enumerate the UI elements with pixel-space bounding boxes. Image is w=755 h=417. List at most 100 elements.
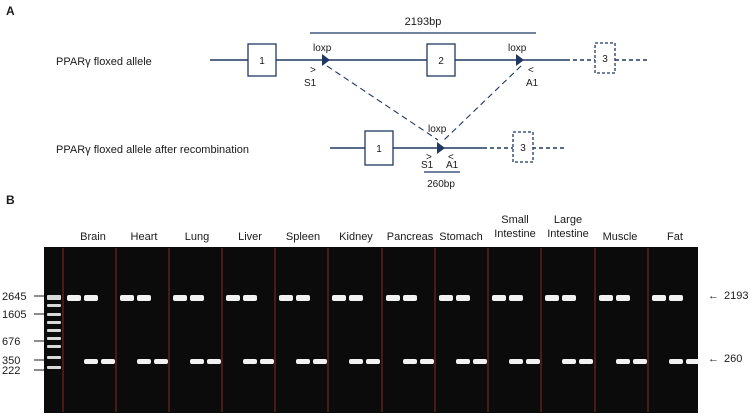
band-260 <box>190 359 204 364</box>
recombined-allele-label: PPARγ floxed allele after recombination <box>56 144 249 156</box>
band-2193 <box>456 295 470 301</box>
band-2193 <box>67 295 81 301</box>
band-260 <box>669 359 683 364</box>
gel-content <box>47 248 700 412</box>
band-260 <box>349 359 363 364</box>
band-2193 <box>509 295 523 301</box>
product-length-label: 260bp <box>427 179 455 190</box>
band-2193-arrow: ← <box>708 290 719 302</box>
band-2193 <box>669 295 683 301</box>
band-2193 <box>562 295 576 301</box>
band-2193 <box>545 295 559 301</box>
band-260 <box>84 359 98 364</box>
floxed-allele-label: PPARγ floxed allele <box>56 56 152 68</box>
recombination-line-right <box>443 65 522 141</box>
loxp-site-right <box>516 54 524 66</box>
band-260 <box>101 359 115 364</box>
ladder-band <box>47 329 61 332</box>
span-length-label: 2193bp <box>405 16 442 28</box>
loxp-site-recombined <box>437 142 445 154</box>
band-260 <box>456 359 470 364</box>
tissue-label: Kidney <box>339 231 373 243</box>
band-2193 <box>137 295 151 301</box>
band-260 <box>260 359 274 364</box>
band-260 <box>509 359 523 364</box>
exon-1-box <box>247 43 277 77</box>
tissue-label: Small <box>501 214 529 226</box>
exon-1-label: 1 <box>259 56 265 67</box>
band-2193 <box>492 295 506 301</box>
band-260 <box>243 359 257 364</box>
recombined-exon-3-label: 3 <box>520 143 526 154</box>
ladder-band <box>47 337 61 340</box>
band-2193 <box>386 295 400 301</box>
band-260 <box>403 359 417 364</box>
tissue-label: Liver <box>238 231 262 243</box>
tissue-label: Brain <box>80 231 106 243</box>
band-2193 <box>616 295 630 301</box>
band-2193 <box>403 295 417 301</box>
tissue-label: Heart <box>131 231 158 243</box>
tissue-label: Intestine <box>494 228 536 240</box>
tissue-label: Spleen <box>286 231 320 243</box>
primer-a1-label: A1 <box>526 78 539 89</box>
band-2193 <box>84 295 98 301</box>
ladder-band <box>47 304 61 307</box>
panel-b-label: B <box>6 193 15 207</box>
band-2193 <box>120 295 134 301</box>
recombined-exon-1-box <box>364 130 394 166</box>
exon-3-label: 3 <box>602 54 608 65</box>
primer-a1-arrow-recombined: < <box>448 152 454 163</box>
ladder-size-label: 1605 <box>2 309 26 321</box>
loxp-left-label: loxp <box>313 43 332 54</box>
band-260 <box>526 359 540 364</box>
band-260-arrow: ← <box>708 353 719 365</box>
loxp-recombined-label: loxp <box>428 124 447 135</box>
band-260 <box>633 359 647 364</box>
band-2193 <box>190 295 204 301</box>
exon-3-box <box>594 42 616 74</box>
band-260 <box>207 359 221 364</box>
primer-s1-arrow-recombined: > <box>426 152 432 163</box>
ladder-size-label: 2645 <box>2 291 26 303</box>
band-2193 <box>439 295 453 301</box>
panel-a-label: A <box>6 4 15 18</box>
band-2193 <box>296 295 310 301</box>
band-260 <box>137 359 151 364</box>
band-260 <box>154 359 168 364</box>
band-260 <box>579 359 593 364</box>
ladder-band <box>47 321 61 324</box>
tissue-label: Intestine <box>547 228 589 240</box>
band-260 <box>616 359 630 364</box>
band-2193 <box>226 295 240 301</box>
gel-image <box>44 247 698 413</box>
primer-s1-label: S1 <box>304 78 317 89</box>
recombined-exon-1-label: 1 <box>376 144 382 155</box>
band-260 <box>313 359 327 364</box>
band-2193-label: 2193 <box>724 290 748 302</box>
exon-2-label: 2 <box>438 56 444 67</box>
tissue-label: Large <box>554 214 582 226</box>
primer-s1-arrow: > <box>310 65 316 76</box>
band-2193 <box>332 295 346 301</box>
band-260 <box>296 359 310 364</box>
band-260 <box>562 359 576 364</box>
primer-a1-arrow: < <box>528 65 534 76</box>
primer-s1-label-recombined: S1 <box>421 160 434 171</box>
recombination-line-left <box>326 65 439 141</box>
ladder-band <box>47 356 61 359</box>
band-260 <box>686 359 700 364</box>
band-2193 <box>173 295 187 301</box>
ladder-band <box>47 313 61 316</box>
tissue-label: Stomach <box>439 231 482 243</box>
loxp-right-label: loxp <box>508 43 527 54</box>
tissue-label: Fat <box>667 231 683 243</box>
ladder-size-label: 350 <box>2 355 20 367</box>
primer-a1-label-recombined: A1 <box>446 160 459 171</box>
band-2193 <box>243 295 257 301</box>
band-2193 <box>652 295 666 301</box>
exon-2-box <box>426 43 456 77</box>
band-260 <box>420 359 434 364</box>
